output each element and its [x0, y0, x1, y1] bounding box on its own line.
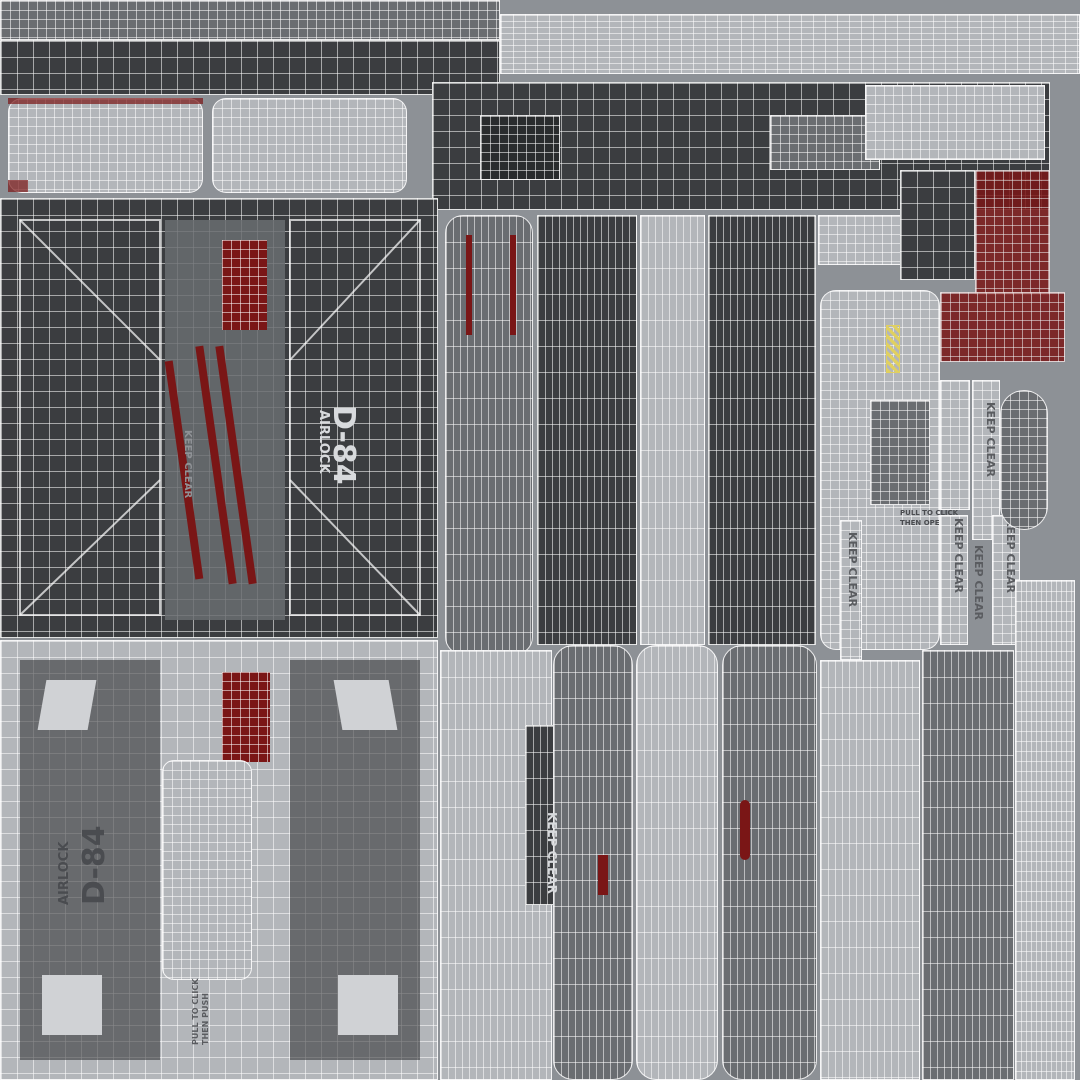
uv-door-bottom-pad-1	[37, 680, 97, 730]
pull-instructions-bottom-1: PULL TO CLICK	[191, 978, 200, 1045]
pull-instructions-top-1: PULL TO CLICK	[900, 509, 959, 517]
uv-red-latch-top	[222, 240, 267, 330]
uv-red-slot-lower	[598, 855, 608, 895]
uv-right-red-band	[940, 292, 1065, 362]
uv-far-right-column	[1015, 580, 1075, 1080]
keep-clear-right-4: KEEP CLEAR	[952, 518, 965, 594]
uv-red-stripe-col1	[466, 235, 472, 335]
pull-instructions-top-2: THEN OPEN	[900, 519, 946, 527]
uv-mech-block-3	[865, 85, 1045, 160]
airlock-id-bottom: D-84	[77, 825, 112, 905]
uv-right-block-2	[900, 170, 975, 280]
uv-mech-block-1	[480, 115, 560, 180]
uv-right-frame-inner	[870, 400, 930, 505]
uv-column-lower-6	[820, 660, 920, 1080]
uv-keep-clear-strip-5	[840, 520, 862, 660]
uv-red-trim-2	[8, 180, 28, 192]
uv-door-bottom-handle	[162, 760, 252, 980]
uv-column-upper-1	[445, 215, 533, 655]
uv-keep-clear-strip-2	[972, 380, 1000, 540]
keep-clear-right-5: KEEP CLEAR	[846, 532, 859, 608]
uv-column-upper-3	[640, 215, 705, 645]
uv-column-lower-5	[722, 645, 817, 1080]
uv-red-slot-lower-2	[740, 800, 750, 860]
uv-mech-block-2	[770, 115, 880, 170]
uv-door-bottom-pad-4	[338, 975, 398, 1035]
uv-column-lower-1	[440, 650, 552, 1080]
uv-red-stripe-col1b	[510, 235, 516, 335]
keep-clear-right-1: KEEP CLEAR	[984, 402, 997, 478]
uv-right-red-block	[975, 170, 1050, 295]
keep-clear-right-3: KEEP CLEAR	[972, 545, 985, 621]
uv-panel-small-2	[212, 98, 407, 193]
uv-strip-upper	[0, 40, 500, 95]
uv-hazard-stripe	[886, 325, 900, 373]
uv-keep-clear-strip-3	[940, 515, 968, 645]
uv-column-upper-2	[537, 215, 637, 645]
airlock-label-bottom: AIRLOCK	[57, 841, 72, 905]
uv-keep-clear-strip-4	[992, 515, 1020, 645]
uv-strip-top-right	[500, 14, 1080, 74]
uv-panel-small-1	[8, 98, 203, 193]
uv-door-bottom-pad-2	[333, 680, 398, 730]
uv-strip-top-left	[0, 0, 500, 40]
uv-column-lower-3	[553, 645, 633, 1080]
uv-red-trim-1	[8, 98, 203, 104]
uv-column-lower-7	[922, 650, 1014, 1080]
uv-red-latch-bottom	[222, 672, 270, 762]
airlock-id-top: D-84	[326, 405, 361, 485]
keep-clear-center: KEEP CLEAR	[545, 812, 559, 894]
uv-door-bottom-pad-3	[42, 975, 102, 1035]
uv-right-diamond	[1000, 390, 1048, 530]
uv-column-lower-4	[636, 645, 718, 1080]
pull-instructions-bottom-2: THEN PUSH	[201, 993, 210, 1045]
uv-column-upper-4	[708, 215, 816, 645]
keep-clear-left-door: KEEP CLEAR	[182, 430, 193, 499]
uv-keep-clear-strip-1	[940, 380, 970, 510]
